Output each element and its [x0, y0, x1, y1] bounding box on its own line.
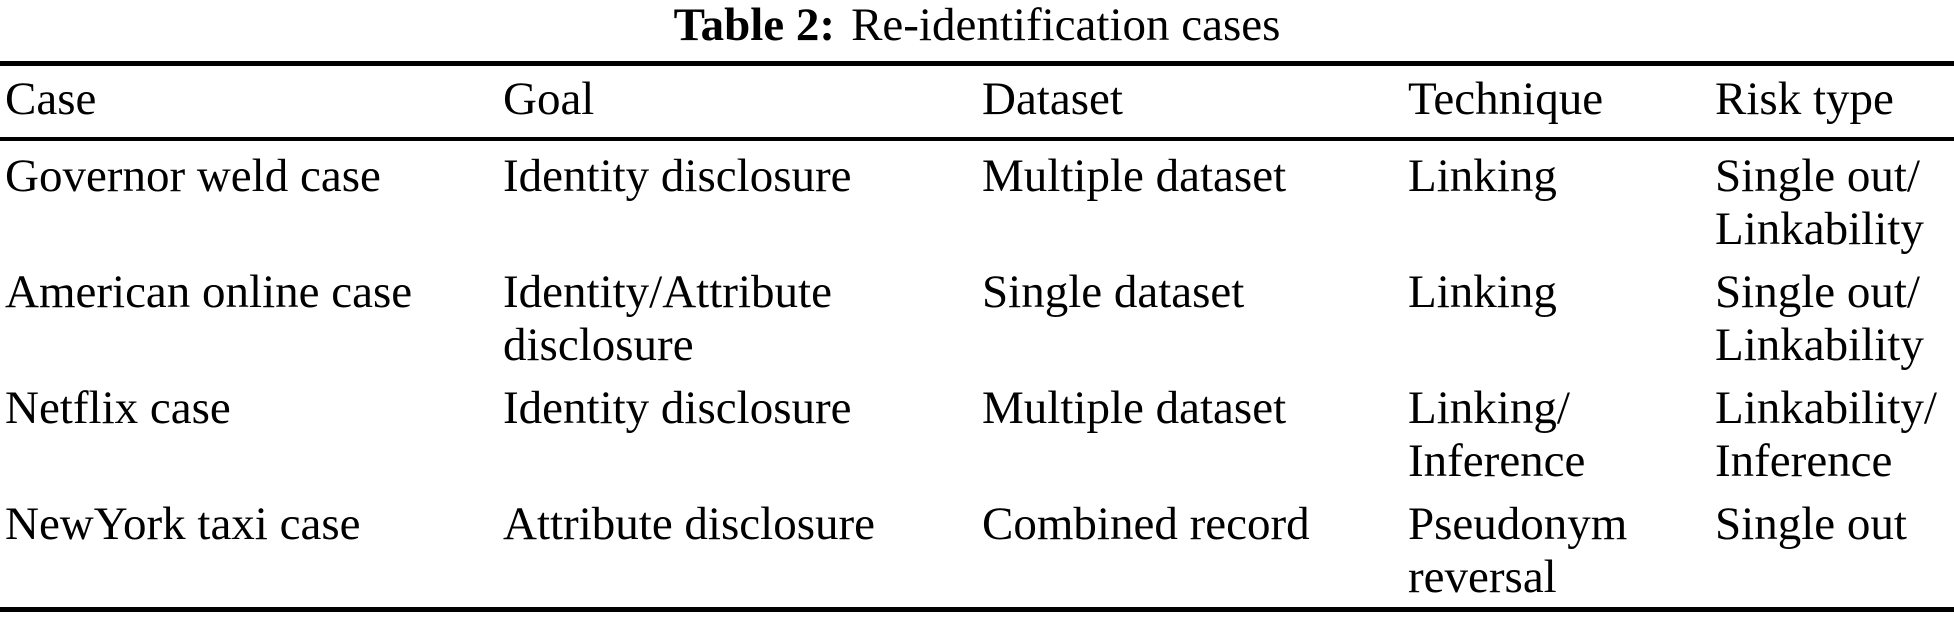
table-row: Netflix case Identity disclosure Multipl…	[5, 382, 1954, 488]
cell-dataset: Multiple dataset	[982, 382, 1287, 434]
cell-dataset: Combined record	[982, 498, 1310, 550]
table-caption: Table 2: Re-identification cases	[0, 0, 1954, 53]
column-header-goal: Goal	[503, 73, 595, 125]
cell-risk-type: Single out	[1715, 498, 1907, 550]
table-row: Governor weld case Identity disclosure M…	[5, 150, 1954, 256]
column-header-risk-type: Risk type	[1715, 73, 1894, 125]
table-header-row: Case Goal Dataset Technique Risk type	[5, 73, 1954, 126]
table-row: American online case Identity/Attribute …	[5, 266, 1954, 372]
cell-technique: Linking/ Inference	[1408, 382, 1586, 487]
column-header-dataset: Dataset	[982, 73, 1123, 125]
cell-risk-type: Linkability/ Inference	[1715, 382, 1937, 487]
cell-goal: Identity disclosure	[503, 382, 852, 434]
table-row: NewYork taxi case Attribute disclosure C…	[5, 498, 1954, 604]
cell-technique: Pseudonym reversal	[1408, 498, 1628, 603]
cell-technique: Linking	[1408, 150, 1557, 202]
cell-goal: Attribute disclosure	[503, 498, 876, 550]
cell-risk-type: Single out/ Linkability	[1715, 150, 1924, 255]
table-bottom-rule	[0, 607, 1954, 612]
column-header-technique: Technique	[1408, 73, 1604, 125]
cell-technique: Linking	[1408, 266, 1557, 318]
table-top-rule	[0, 61, 1954, 66]
cell-case: Governor weld case	[5, 150, 381, 202]
cell-case: American online case	[5, 266, 413, 318]
cell-goal: Identity/Attribute disclosure	[503, 266, 832, 371]
cell-dataset: Single dataset	[982, 266, 1245, 318]
cell-case: Netflix case	[5, 382, 231, 434]
cell-dataset: Multiple dataset	[982, 150, 1287, 202]
cell-case: NewYork taxi case	[5, 498, 361, 550]
cell-goal: Identity disclosure	[503, 150, 852, 202]
table-caption-title: Re-identification cases	[851, 0, 1281, 51]
cell-risk-type: Single out/ Linkability	[1715, 266, 1924, 371]
column-header-case: Case	[5, 73, 97, 125]
table-caption-label: Table 2:	[673, 0, 836, 51]
table-header-rule	[0, 137, 1954, 141]
